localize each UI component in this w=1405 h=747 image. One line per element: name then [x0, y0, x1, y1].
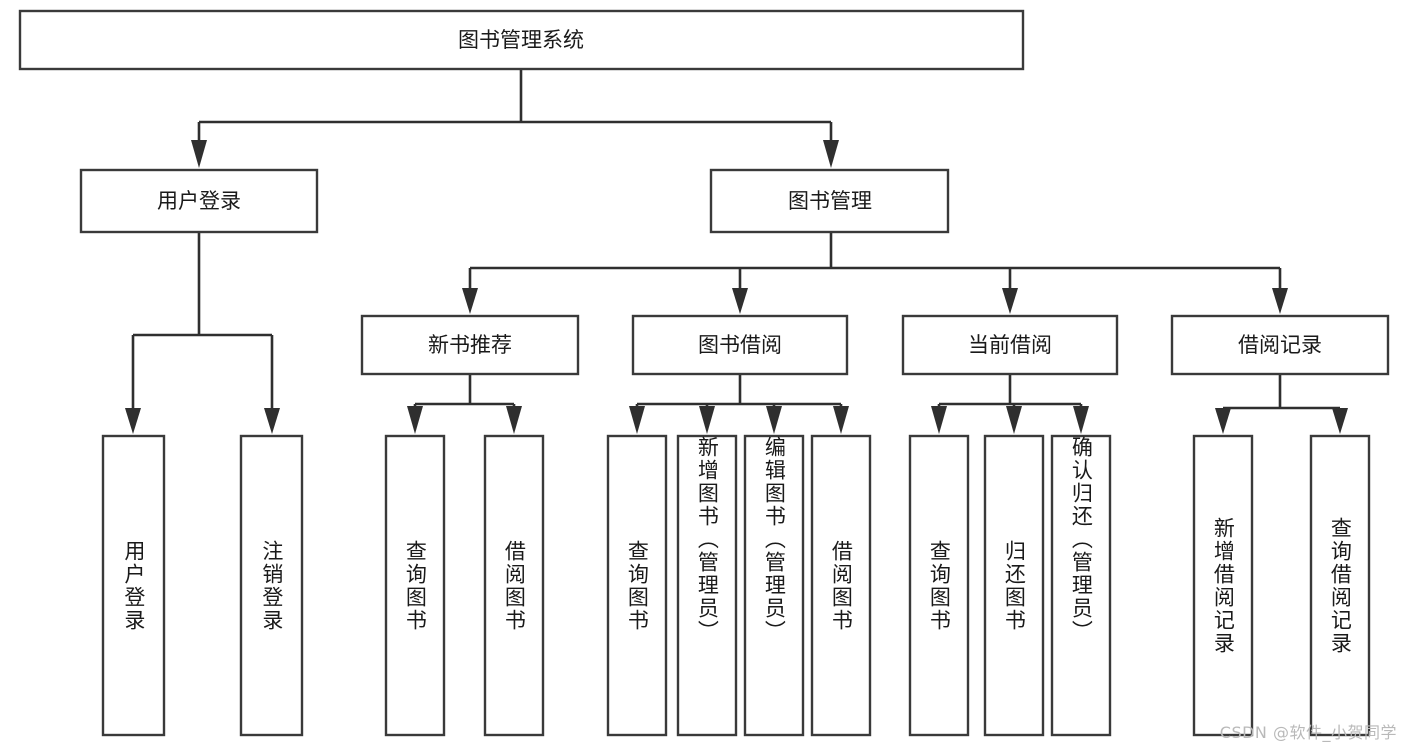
node-leaf-confirm-return-box[interactable] — [1050, 434, 1112, 737]
connector-group-new-book-recommend — [407, 374, 522, 434]
arrow-head-current-borrow — [1002, 288, 1018, 314]
node-root-label: 图书管理系统 — [458, 28, 584, 52]
node-user-login[interactable]: 用户登录 — [79, 168, 319, 234]
connector-group-borrow-record — [1215, 374, 1348, 434]
arrow-head-leaf-borrow-book-2 — [833, 406, 849, 434]
node-new-book-recommend-label: 新书推荐 — [428, 333, 512, 357]
node-book-manage[interactable]: 图书管理 — [709, 168, 950, 234]
arrow-head-book-borrow — [732, 288, 748, 314]
node-leaf-logout-login-box[interactable] — [239, 434, 304, 737]
node-book-manage-label: 图书管理 — [788, 189, 872, 213]
node-new-book-recommend-box[interactable] — [360, 314, 580, 376]
arrow-head-leaf-user-login — [125, 408, 141, 434]
node-leaf-user-login-box[interactable] — [101, 434, 166, 737]
arrow-head-leaf-add-borrow-record — [1215, 408, 1231, 434]
node-leaf-query-book-3-box[interactable] — [908, 434, 970, 737]
node-leaf-edit-book-box[interactable] — [743, 434, 805, 737]
node-borrow-record-label: 借阅记录 — [1238, 333, 1322, 357]
arrow-head-borrow-record — [1272, 288, 1288, 314]
arrow-head-leaf-add-book — [699, 406, 715, 434]
node-book-borrow-box[interactable] — [631, 314, 849, 376]
node-book-borrow-label: 图书借阅 — [698, 333, 782, 357]
arrow-head-leaf-query-book-2 — [629, 406, 645, 434]
connector-group-book-manage — [462, 232, 1288, 314]
node-leaf-return-book-box[interactable] — [983, 434, 1045, 737]
arrow-head-book-manage — [823, 140, 839, 168]
arrow-head-new-book-recommend — [462, 288, 478, 314]
arrow-head-leaf-query-borrow-record — [1332, 408, 1348, 434]
connector-group-user-login — [125, 232, 280, 434]
arrow-head-leaf-logout-login — [264, 408, 280, 434]
node-leaf-borrow-book-1-box[interactable] — [483, 434, 545, 737]
node-new-book-recommend[interactable]: 新书推荐 — [360, 314, 580, 376]
node-current-borrow-box[interactable] — [901, 314, 1119, 376]
node-leaf-query-book-1-box[interactable] — [384, 434, 446, 737]
node-leaf-add-borrow-record-box[interactable] — [1192, 434, 1254, 737]
leaf-boxes — [101, 434, 1371, 737]
node-book-manage-box[interactable] — [709, 168, 950, 234]
arrow-head-leaf-edit-book — [766, 406, 782, 434]
arrow-head-leaf-query-book-3 — [931, 406, 947, 434]
arrow-head-leaf-confirm-return — [1073, 406, 1089, 434]
connector-group-current-borrow — [931, 374, 1089, 434]
node-book-borrow[interactable]: 图书借阅 — [631, 314, 849, 376]
node-borrow-record[interactable]: 借阅记录 — [1170, 314, 1390, 376]
watermark: CSDN @软件_小贺同学 — [1219, 723, 1397, 742]
node-root-box[interactable] — [18, 9, 1025, 71]
connector-group-root — [191, 69, 839, 168]
node-leaf-borrow-book-2-box[interactable] — [810, 434, 872, 737]
node-root[interactable]: 图书管理系统 — [18, 9, 1025, 71]
node-user-login-box[interactable] — [79, 168, 319, 234]
node-leaf-add-book-box[interactable] — [676, 434, 738, 737]
node-borrow-record-box[interactable] — [1170, 314, 1390, 376]
arrow-head-leaf-borrow-book-1 — [506, 406, 522, 434]
node-current-borrow[interactable]: 当前借阅 — [901, 314, 1119, 376]
node-current-borrow-label: 当前借阅 — [968, 333, 1052, 357]
arrow-head-leaf-query-book-1 — [407, 406, 423, 434]
node-user-login-label: 用户登录 — [157, 189, 241, 213]
arrow-head-user-login — [191, 140, 207, 168]
node-leaf-query-book-2-box[interactable] — [606, 434, 668, 737]
connector-group-book-borrow — [629, 374, 849, 434]
node-leaf-query-borrow-record-box[interactable] — [1309, 434, 1371, 737]
arrow-head-leaf-return-book — [1006, 406, 1022, 434]
